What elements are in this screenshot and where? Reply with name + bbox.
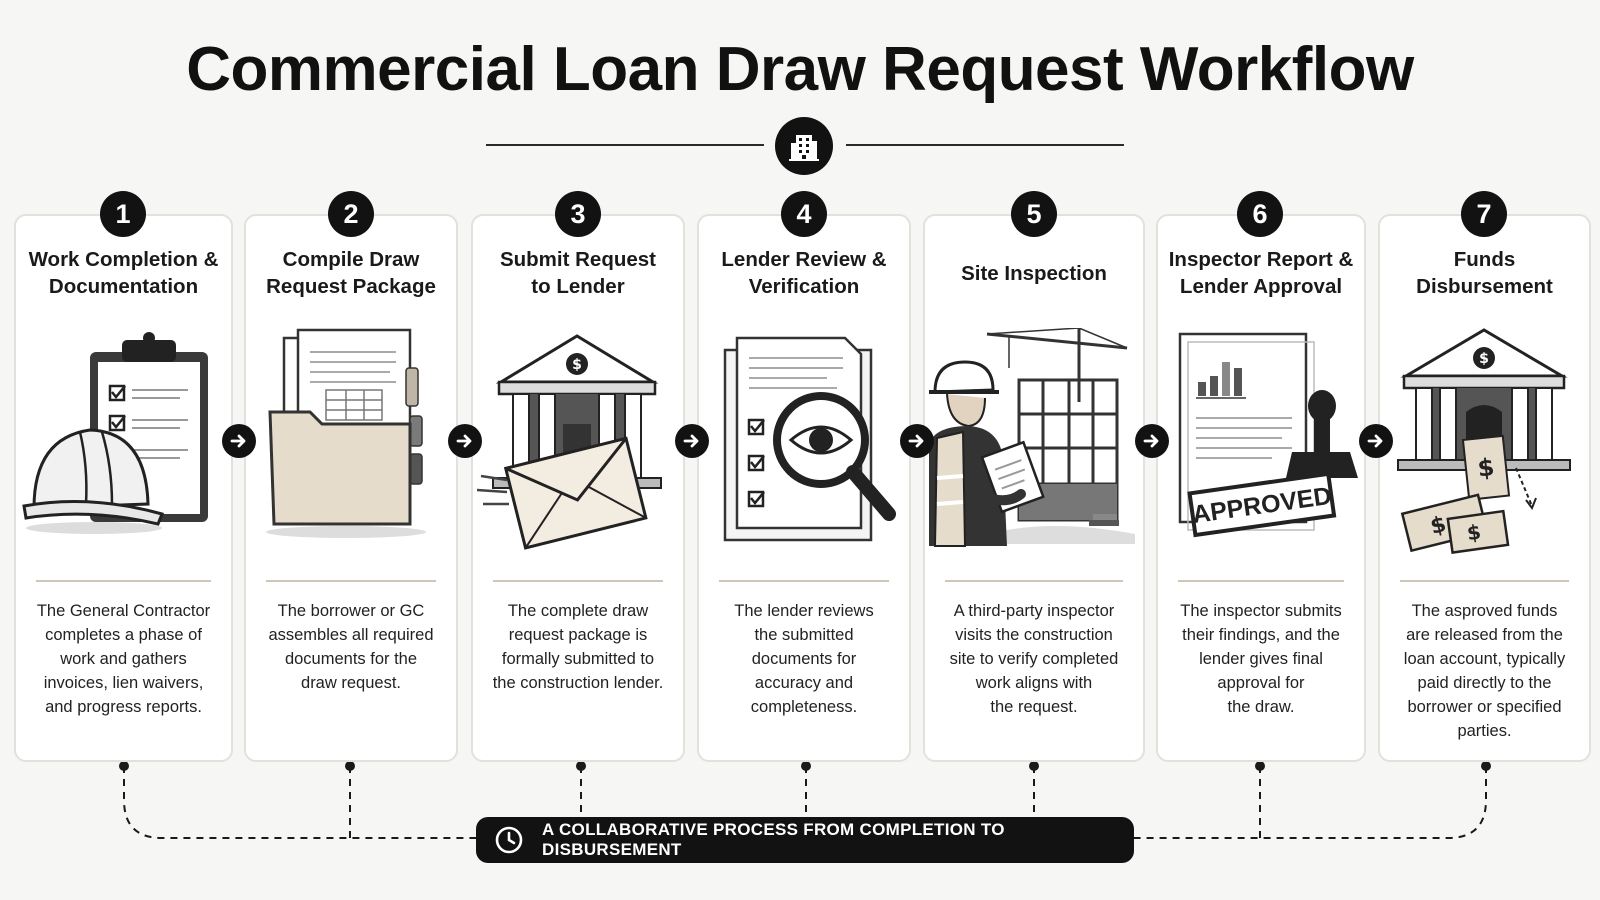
svg-text:$: $ [1476, 453, 1496, 483]
step-description-4: The lender reviews the submitted documen… [734, 602, 874, 716]
clock-icon [494, 825, 524, 855]
page-title: Commercial Loan Draw Request Workflow [186, 35, 1414, 104]
hard-hat-icon [22, 428, 165, 534]
arrow-right-icon [675, 424, 709, 458]
step-divider-3 [493, 580, 663, 582]
step-number-3: 3 [555, 191, 601, 237]
header-rule-right [846, 144, 1124, 146]
step-number-5: 5 [1011, 191, 1057, 237]
svg-text:$: $ [1465, 520, 1482, 546]
step-illustration-1 [20, 328, 226, 564]
step-illustration-6: APPROVED [1162, 328, 1360, 564]
step-description-6: The inspector submits their findings, an… [1180, 602, 1342, 716]
svg-text:$: $ [1479, 351, 1489, 367]
bank-icon: $ [1397, 328, 1571, 471]
step-divider-2 [266, 580, 436, 582]
step-number-7: 7 [1461, 191, 1507, 237]
magnifier-eye-icon [773, 392, 896, 521]
step-number-6: 6 [1237, 191, 1283, 237]
svg-text:$: $ [572, 357, 582, 373]
step-title-4: Lender Review &Verification [721, 248, 887, 298]
step-number-2: 2 [328, 191, 374, 237]
step-illustration-2 [250, 328, 452, 564]
step-number-4: 4 [781, 191, 827, 237]
arrow-right-icon [1135, 424, 1169, 458]
step-description-2: The borrower or GC assembles all require… [268, 602, 434, 692]
step-number-1: 1 [100, 191, 146, 237]
step-title-6: Inspector Report &Lender Approval [1168, 248, 1354, 298]
step-divider-4 [719, 580, 889, 582]
step-divider-7 [1400, 580, 1569, 582]
arrow-right-icon [900, 424, 934, 458]
inspector-icon [929, 360, 1045, 547]
step-description-7: The asproved funds are released from the… [1403, 602, 1566, 740]
step-card-7 [1378, 214, 1591, 762]
step-illustration-4 [703, 328, 905, 564]
document-folder-icon [266, 328, 426, 538]
step-title-1: Work Completion &Documentation [28, 248, 219, 298]
step-illustration-7: $ $ $ $ [1384, 328, 1586, 564]
step-description-3: The complete draw request package is for… [492, 602, 664, 692]
step-divider-6 [1178, 580, 1344, 582]
envelope-icon [477, 436, 648, 550]
footer-banner: A COLLABORATIVE PROCESS FROM COMPLETION … [476, 817, 1134, 863]
header-rule-left [486, 144, 764, 146]
step-title-5: Site Inspection [961, 262, 1107, 285]
svg-text:$: $ [1428, 512, 1449, 540]
step-divider-5 [945, 580, 1123, 582]
arrow-right-icon [222, 424, 256, 458]
crane-building-icon [986, 328, 1135, 544]
footer-text: A COLLABORATIVE PROCESS FROM COMPLETION … [542, 820, 1005, 859]
arrow-right-icon [1359, 424, 1393, 458]
step-divider-1 [36, 580, 211, 582]
step-illustration-5 [929, 328, 1139, 564]
building-icon [775, 117, 833, 175]
step-illustration-3: $ [477, 328, 679, 564]
cash-icon: $ $ $ [1400, 434, 1537, 554]
step-description-5: A third-party inspector visits the const… [949, 602, 1119, 716]
step-description-1: The General Contractor completes a phase… [36, 602, 211, 716]
arrow-right-icon [448, 424, 482, 458]
